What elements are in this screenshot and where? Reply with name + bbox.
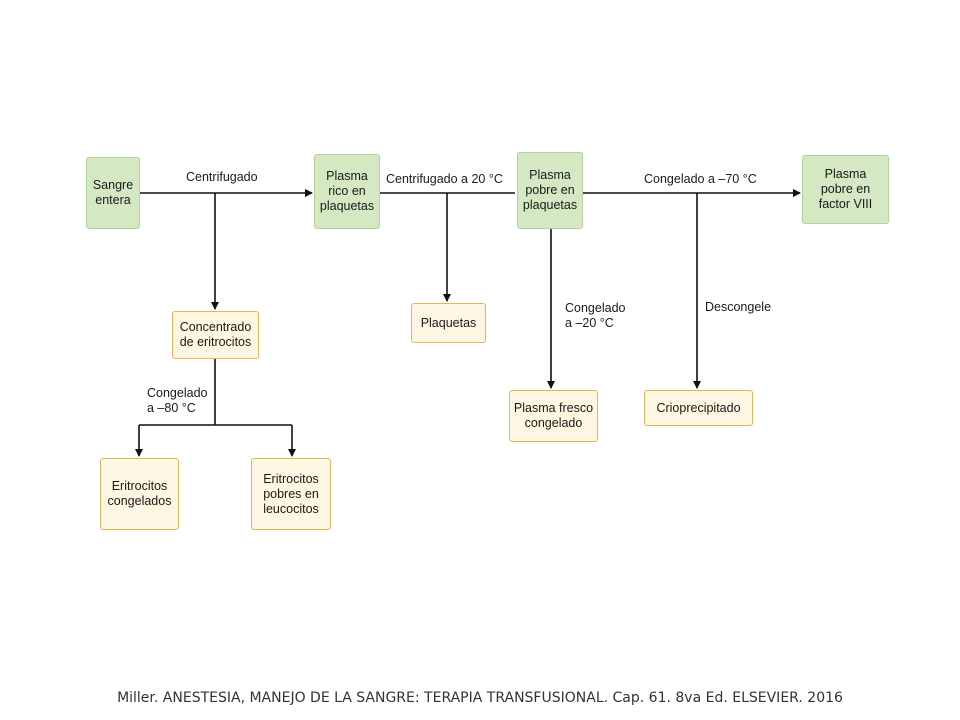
node-plasma-fresco-congelado: Plasma fresco congelado <box>509 390 598 442</box>
edge-label-descongele: Descongele <box>705 300 772 314</box>
source-citation: Miller. ANESTESIA, MANEJO DE LA SANGRE: … <box>117 690 843 706</box>
node-concentrado-de-eritrocitos: Concentrado de eritrocitos <box>172 311 259 359</box>
edge-label-congelado-80: Congelado a –80 °C <box>147 386 208 415</box>
node-plasma-rico-en-plaquetas: Plasma rico en plaquetas <box>314 154 380 229</box>
node-plasma-pobre-en-plaquetas: Plasma pobre en plaquetas <box>517 152 583 229</box>
edge-label-congelado-20: Congelado a –20 °C <box>565 301 626 330</box>
node-sangre-entera: Sangre entera <box>86 157 140 229</box>
node-eritrocitos-pobres-en-leucocitos: Eritrocitos pobres en leucocitos <box>251 458 331 530</box>
node-plaquetas: Plaquetas <box>411 303 486 343</box>
edge-label-congelado-70: Congelado a –70 °C <box>644 172 757 186</box>
edge-label-centrifugado-20: Centrifugado a 20 °C <box>386 172 503 186</box>
node-plasma-pobre-en-factor-viii: Plasma pobre en factor VIII <box>802 155 889 224</box>
node-eritrocitos-congelados: Eritrocitos congelados <box>100 458 179 530</box>
edge-label-centrifugado: Centrifugado <box>186 170 258 184</box>
node-crioprecipitado: Crioprecipitado <box>644 390 753 426</box>
